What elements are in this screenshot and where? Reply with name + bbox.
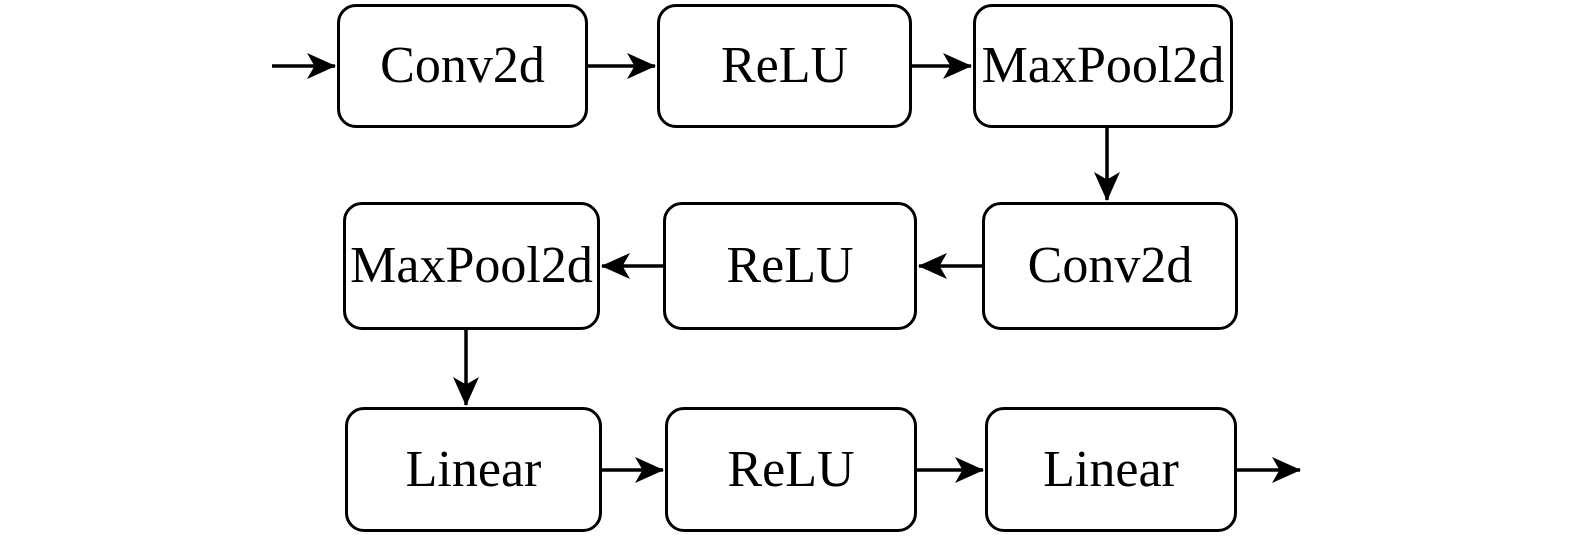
node-conv2d-2-label: Conv2d xyxy=(1027,237,1193,294)
node-linear-1-label: Linear xyxy=(405,440,542,498)
node-relu-1-label: ReLU xyxy=(720,37,849,94)
node-conv2d-1: Conv2d xyxy=(337,4,588,128)
node-relu-3: ReLU xyxy=(665,407,917,532)
node-conv2d-2: Conv2d xyxy=(982,202,1238,330)
node-relu-2-label: ReLU xyxy=(726,237,854,294)
node-relu-2: ReLU xyxy=(663,202,917,330)
node-linear-1: Linear xyxy=(345,407,602,532)
node-maxpool2d-1-label: MaxPool2d xyxy=(981,37,1225,94)
node-conv2d-1-label: Conv2d xyxy=(380,37,545,94)
node-maxpool2d-1: MaxPool2d xyxy=(973,4,1233,128)
node-maxpool2d-2-label: MaxPool2d xyxy=(350,237,593,294)
node-maxpool2d-2: MaxPool2d xyxy=(343,202,600,330)
node-relu-3-label: ReLU xyxy=(727,440,855,498)
node-linear-2: Linear xyxy=(985,407,1237,532)
node-relu-1: ReLU xyxy=(657,4,912,128)
node-linear-2-label: Linear xyxy=(1043,440,1179,498)
